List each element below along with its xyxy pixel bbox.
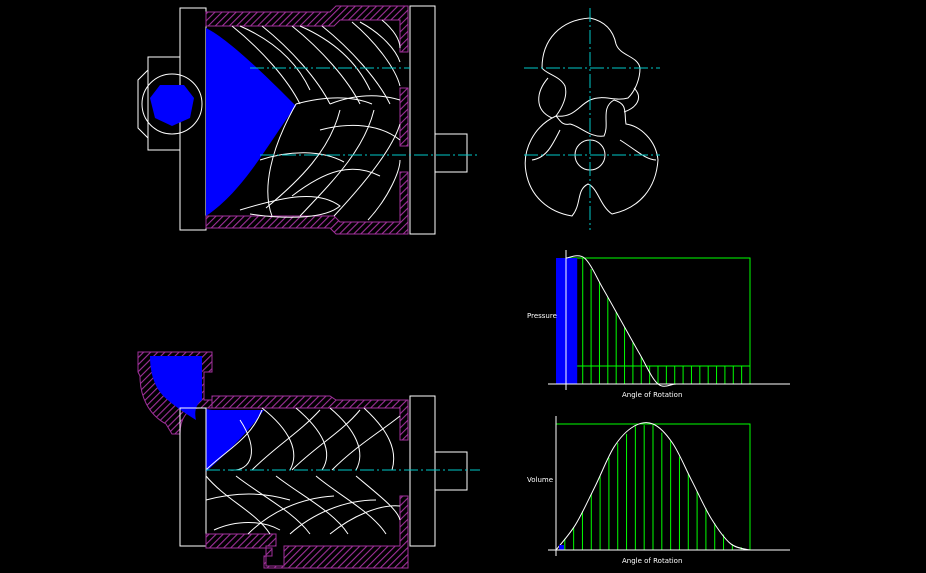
top-upper-rotor <box>231 19 401 105</box>
rotor-waist-right <box>623 87 639 113</box>
top-inlet-ring <box>141 73 203 135</box>
rotor-waist-left <box>538 77 553 119</box>
top-casing-mid-wall <box>399 87 409 147</box>
bottom-elbow-gas <box>150 356 202 420</box>
bottom-casing-lower-wall <box>205 495 409 569</box>
top-casing-lower-wall <box>205 171 409 235</box>
male-rotor-profile <box>541 17 641 117</box>
pressure-x-axis-label: Angle of Rotation <box>622 391 682 399</box>
bottom-right-housing <box>409 395 436 547</box>
volume-chart-gridlines <box>564 424 742 550</box>
female-lobe-right <box>619 139 657 161</box>
bottom-discharge-gas <box>200 408 264 472</box>
pressure-highlight-bar <box>556 258 578 384</box>
volume-axis-label: Volume <box>527 476 553 484</box>
pressure-chart-gridlines <box>573 258 743 384</box>
female-rotor-profile <box>524 99 659 217</box>
bottom-casing-upper-wall <box>211 395 409 441</box>
top-trapped-gas <box>206 28 296 216</box>
top-inlet-boss <box>147 56 180 151</box>
volume-start-marker <box>559 545 564 550</box>
top-inlet-port <box>137 69 149 139</box>
bottom-compressor-section <box>137 351 468 569</box>
end-view-centerlines <box>524 8 660 230</box>
pressure-axis-label: Pressure <box>527 312 557 320</box>
bottom-left-flange <box>179 407 207 547</box>
rotor-end-view <box>524 17 659 217</box>
top-shaft <box>434 133 468 173</box>
volume-x-axis-label: Angle of Rotation <box>622 557 682 565</box>
volume-curve <box>555 422 751 551</box>
pressure-chart: Pressure Angle of Rotation <box>527 250 790 399</box>
female-lobe-left <box>531 129 561 161</box>
top-lower-rotor <box>239 95 401 221</box>
top-casing-upper-wall <box>205 5 409 53</box>
top-inlet-gas <box>150 85 194 126</box>
bottom-rotors <box>205 407 401 535</box>
top-right-housing <box>409 5 436 235</box>
volume-chart: Volume Angle of Rotation <box>527 416 790 565</box>
top-centerlines <box>250 67 480 156</box>
top-compressor-section <box>137 5 468 235</box>
pressure-chart-frame <box>565 257 751 385</box>
bottom-shaft <box>434 451 468 491</box>
